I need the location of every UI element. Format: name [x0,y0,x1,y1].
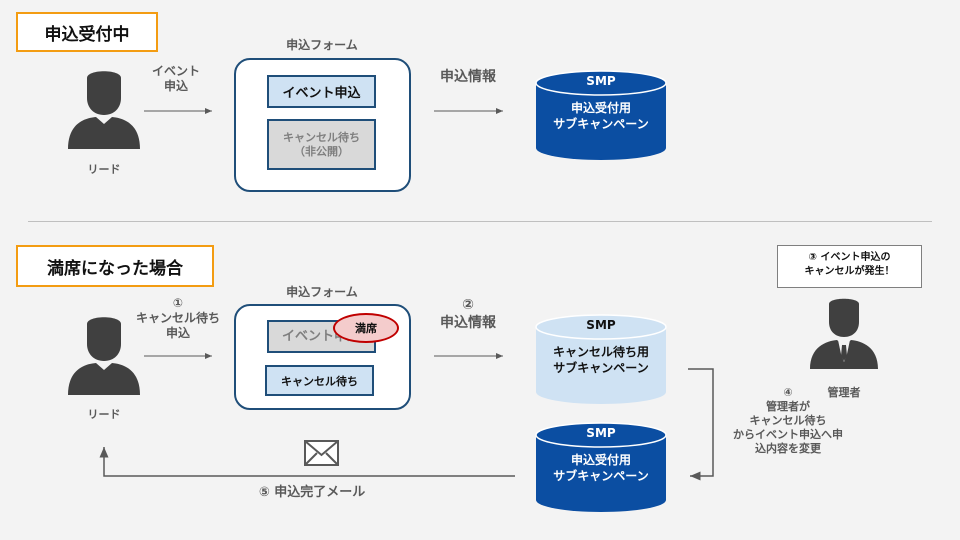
action-label-top: イベント 申込 [151,64,200,93]
person-icon [68,317,140,395]
db-title-bottom: SMP [586,426,616,440]
db-cylinder-top [535,70,667,160]
db-name-bottom: 申込受付用 サブキャンペーン [553,453,649,483]
arrow-mail-to-lead [99,447,515,477]
db-title-top: SMP [586,74,616,88]
step4-label: ④ 管理者が キャンセル待ち からイベント申込へ申 込内容を変更 [733,386,843,455]
waitlist-button-bottom[interactable]: キャンセル待ち [265,365,374,396]
step2-label: ② 申込情報 [440,297,496,331]
db-title-waitlist: SMP [586,318,616,332]
form-caption-bottom: 申込フォーム [286,285,358,299]
envelope-icon [304,440,339,466]
event-apply-button-top[interactable]: イベント申込 [267,75,376,108]
admin-label: 管理者 [827,386,861,399]
arrow-db1-to-db2 [688,368,714,481]
db-cylinder-waitlist [535,314,667,404]
person-icon [68,71,140,149]
db-label-waitlist: SMP キャンセル待ち用 サブキャンペーン [536,318,666,376]
section-title-full: 満席になった場合 [16,245,214,287]
waitlist-button-top[interactable]: キャンセル待ち （非公開） [267,119,376,170]
form-caption-top: 申込フォーム [286,38,358,52]
cancel-occurred-note: ③ イベント申込の キャンセルが発生！ [777,245,922,288]
step1-label: ① キャンセル待ち 申込 [135,296,220,340]
info-label-top: 申込情報 [440,69,496,85]
lead-label-top: リード [87,163,121,176]
full-badge: 満席 [333,313,399,343]
db-label-bottom: SMP 申込受付用 サブキャンペーン [536,426,666,484]
db-label-top: SMP 申込受付用 サブキャンペーン [536,74,666,132]
step5-label: ⑤ 申込完了メール [258,485,366,500]
db-name-waitlist: キャンセル待ち用 サブキャンペーン [552,345,649,375]
section-divider [28,221,932,222]
section-title-accepting: 申込受付中 [16,12,158,52]
db-name-top: 申込受付用 サブキャンペーン [553,101,649,131]
businessman-icon [810,298,878,369]
db-cylinder-bottom [535,422,667,512]
lead-label-bottom: リード [87,408,121,421]
